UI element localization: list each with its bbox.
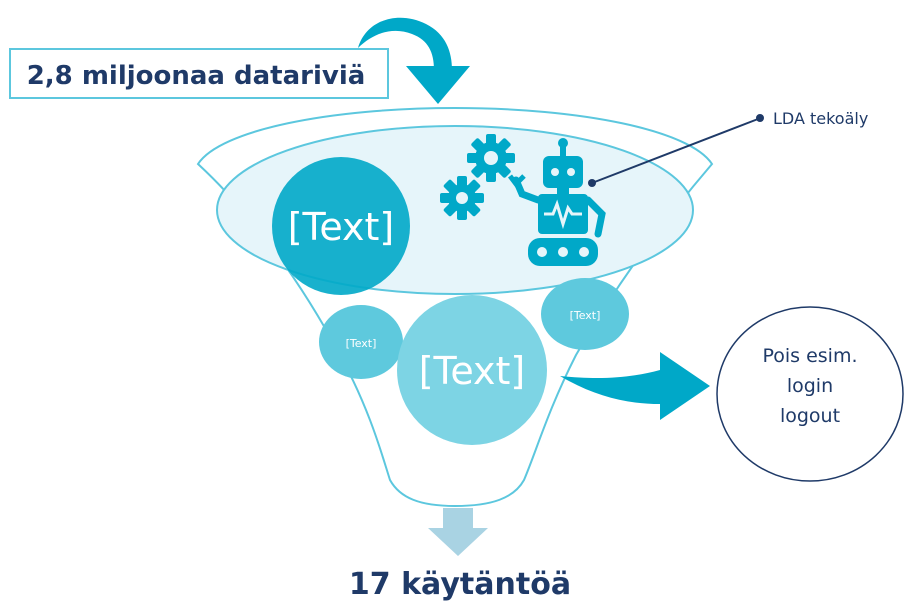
bubble-large-center <box>397 295 547 445</box>
removed-item-line-3: logout <box>780 405 840 427</box>
bubble-large-center-label: [Text] <box>419 349 526 393</box>
input-label-box <box>9 48 389 99</box>
removed-items-arrow <box>560 352 710 420</box>
callout-line <box>591 118 759 184</box>
output-label: 17 käytäntöä <box>349 567 571 602</box>
bubble-large-top <box>272 157 410 295</box>
input-curved-arrow <box>358 17 452 70</box>
callout-label: LDA tekoäly <box>773 109 868 128</box>
bubble-small-left <box>319 305 403 379</box>
gear-large-icon <box>467 134 515 182</box>
bubble-small-right <box>541 278 629 350</box>
bubble-small-left-label: [Text] <box>346 337 377 350</box>
input-arrow-head <box>406 66 470 104</box>
robot-icon <box>508 138 606 266</box>
callout-dot-end <box>756 114 764 122</box>
gear-small-icon <box>440 176 484 220</box>
removed-item-line-1: Pois esim. <box>762 345 857 367</box>
bubble-small-right-label: [Text] <box>570 309 601 322</box>
bubble-large-top-label: [Text] <box>288 205 395 249</box>
callout-dot-start <box>588 179 596 187</box>
output-down-arrow <box>428 508 488 556</box>
removed-item-line-2: login <box>787 375 833 397</box>
input-label: 2,8 miljoonaa datariviä <box>27 61 366 91</box>
removed-items-circle <box>716 306 904 482</box>
